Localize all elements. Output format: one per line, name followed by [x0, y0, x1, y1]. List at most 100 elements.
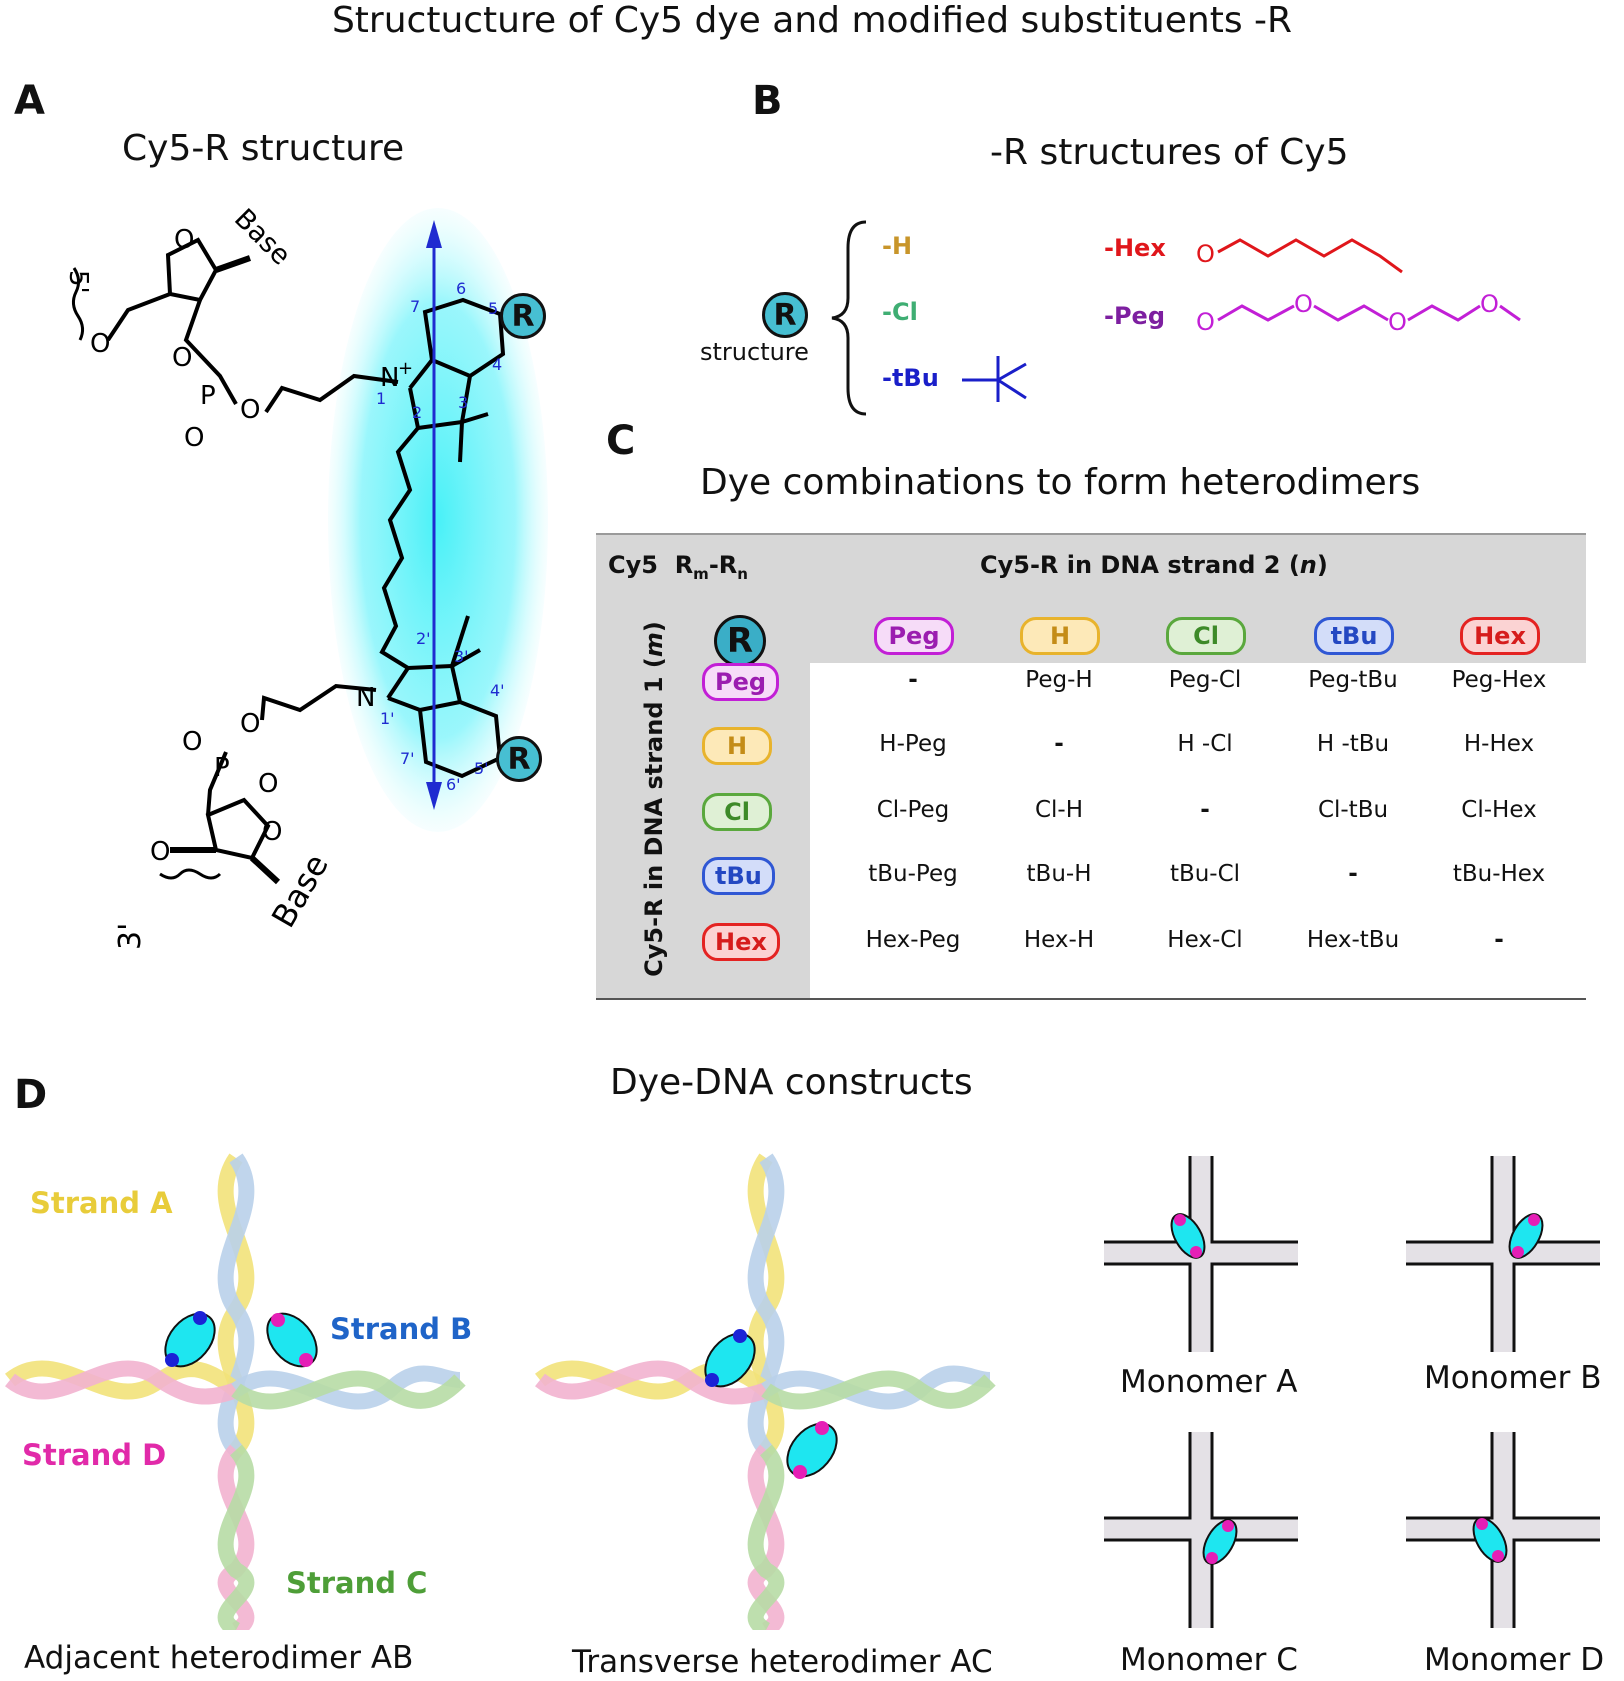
row-pill-4: Hex — [702, 923, 780, 961]
strand-c-label: Strand C — [286, 1566, 428, 1600]
table-cell: H -tBu — [1316, 731, 1390, 757]
transition-dipole-glow — [328, 208, 548, 832]
r-symbol-c: R — [714, 615, 766, 667]
nitrogen-label-bottom: N — [356, 683, 375, 713]
hex-oxygen: O — [1196, 240, 1215, 268]
panel-label-b: B — [752, 78, 783, 124]
table-cell: H-Peg — [879, 731, 947, 757]
substituent-hex: -Hex — [1104, 234, 1166, 262]
table-cell: Hex-Cl — [1167, 927, 1243, 953]
table-header-band — [596, 533, 1586, 603]
ring-oxygen-top: O — [174, 225, 194, 255]
main-title: Structucture of Cy5 dye and modified sub… — [331, 0, 1293, 41]
bottom-sugar-ring — [205, 797, 271, 861]
caption-adjacent: Adjacent heterodimer AB — [24, 1640, 414, 1676]
combination-table: Cy5 Rm-Rn Cy5-R in DNA strand 2 (n) Cy5-… — [596, 533, 1586, 1000]
column-axis-header: Cy5-R in DNA strand 2 (n) — [980, 551, 1328, 579]
locant-2-prime: 2' — [416, 629, 431, 648]
oxygen-label: O — [150, 837, 170, 867]
top-sugar-ring — [165, 237, 219, 303]
row-axis-header: Cy5-R in DNA strand 1 (m) — [640, 621, 668, 977]
locant-4-prime: 4' — [490, 681, 505, 700]
table-cell: Peg-tBu — [1308, 667, 1398, 693]
substituent-peg: -Peg — [1104, 302, 1166, 330]
panel-c-title: Dye combinations to form heterodimers — [700, 462, 1421, 503]
table-cell: tBu-H — [1026, 861, 1092, 887]
table-cell: Hex-H — [1023, 927, 1095, 953]
hex-chain — [1217, 238, 1403, 274]
substituent-tbu: -tBu — [882, 364, 939, 392]
dna-junction-models — [5, 1153, 996, 1630]
chain-structures: O O O O O — [1196, 238, 1521, 336]
positive-charge: + — [398, 358, 413, 379]
monomer-a-junction — [1104, 1156, 1298, 1352]
table-cell: - — [1054, 731, 1064, 757]
locant-2: 2 — [412, 403, 422, 422]
table-cell: tBu-Cl — [1169, 861, 1241, 887]
oxygen-label: O — [90, 329, 110, 359]
locant-6: 6 — [456, 279, 466, 298]
column-pill-4: Hex — [1460, 617, 1540, 655]
five-prime-label: 5' — [63, 270, 93, 294]
table-cell: tBu-Peg — [868, 861, 958, 887]
polymethine-chain — [379, 426, 420, 670]
oxygen-label: O — [240, 395, 260, 425]
nitrogen-label-top: N — [380, 363, 399, 393]
monomer-c-junction — [1104, 1432, 1298, 1628]
ring-oxygen-bottom: O — [262, 817, 282, 847]
oxygen-label: O — [240, 709, 260, 739]
locant-3: 3 — [458, 393, 468, 412]
caption-monomer-a: Monomer A — [1120, 1364, 1298, 1400]
column-pill-3: tBu — [1314, 617, 1394, 655]
locant-4: 4 — [492, 355, 502, 374]
table-cell: Cl-Hex — [1461, 797, 1537, 823]
column-pill-2: Cl — [1166, 617, 1246, 655]
panel-a-title: Cy5-R structure — [122, 128, 405, 169]
table-cell: Peg-Cl — [1168, 667, 1242, 693]
table-cell: H-Hex — [1463, 731, 1535, 757]
caption-monomer-b: Monomer B — [1424, 1360, 1602, 1396]
row-pill-1: H — [702, 727, 772, 765]
panel-label-d: D — [14, 1072, 48, 1118]
locant-1: 1 — [376, 389, 386, 408]
oxygen-label: O — [258, 769, 278, 799]
monomer-d-junction — [1406, 1432, 1600, 1628]
cy5-structure-diagram: Base O 5' O O P O O N + N 1 2 3 4 5 6 7 … — [63, 203, 548, 950]
table-cell: Cl-Peg — [876, 797, 950, 823]
table-cell: - — [1494, 927, 1504, 953]
phosphorus-label: P — [200, 381, 216, 411]
caption-monomer-d: Monomer D — [1424, 1642, 1605, 1678]
peg-oxygen: O — [1294, 290, 1313, 318]
panel-label-c: C — [606, 418, 636, 464]
caption-transverse: Transverse heterodimer AC — [572, 1644, 993, 1680]
panel-d-title: Dye-DNA constructs — [610, 1062, 973, 1103]
locant-3-prime: 3' — [454, 647, 469, 666]
locant-5: 5 — [488, 299, 498, 318]
row-pill-2: Cl — [702, 793, 772, 831]
tbu-structure — [962, 356, 1027, 402]
table-cell: tBu-Hex — [1452, 861, 1546, 887]
substituent-h: -H — [882, 232, 913, 260]
table-cell: Cl-H — [1034, 797, 1084, 823]
locant-1-prime: 1' — [380, 709, 395, 728]
table-cell: Hex-Peg — [865, 927, 961, 953]
table-cell: H -Cl — [1177, 731, 1233, 757]
caption-monomer-c: Monomer C — [1120, 1642, 1298, 1678]
curly-brace — [831, 220, 867, 416]
adjacent-junction — [5, 1153, 466, 1630]
three-prime-label: 3' — [113, 923, 148, 950]
table-cell: Cl-tBu — [1317, 797, 1389, 823]
panel-b-title: -R structures of Cy5 — [990, 132, 1349, 173]
base-label-bottom: Base — [264, 848, 336, 934]
oxygen-label: O — [172, 343, 192, 373]
locant-7-prime: 7' — [400, 749, 415, 768]
row-pill-0: Peg — [702, 663, 780, 701]
oxygen-label: O — [184, 423, 204, 453]
r-substituent-top: R — [500, 293, 546, 339]
locant-5-prime: 5' — [474, 759, 489, 778]
peg-oxygen: O — [1196, 308, 1215, 336]
table-cell: Hex-tBu — [1306, 927, 1400, 953]
strand-d-label: Strand D — [22, 1438, 167, 1472]
row-pill-3: tBu — [702, 857, 775, 895]
locant-6-prime: 6' — [446, 775, 461, 794]
